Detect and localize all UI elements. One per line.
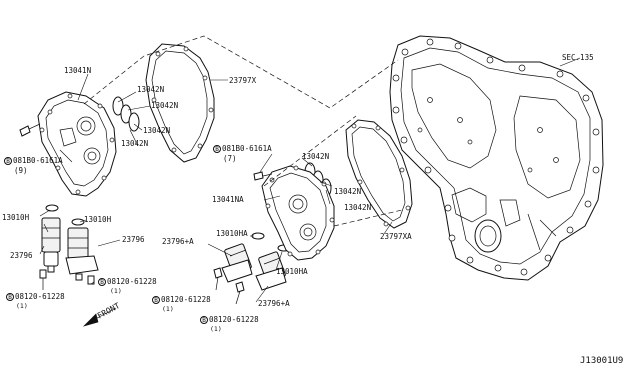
label-13042n-6: 13042N (334, 187, 362, 196)
label-13042n-7: 13042N (344, 203, 372, 212)
label-13010ha-2: 13010HA (276, 267, 308, 276)
label-23796a-2: 23796+A (258, 299, 290, 308)
label-13042n-1: 13042N (137, 85, 165, 94)
timing-chain-case (389, 35, 604, 281)
gasket-23797x (145, 43, 215, 163)
solenoid-left-1 (41, 217, 61, 273)
alignment-lines (83, 35, 403, 227)
solenoid-mid-2 (255, 251, 287, 291)
cover-13041n (37, 91, 117, 197)
circle-b-symbol: B (4, 157, 12, 165)
label-23797xa: 23797XA (380, 232, 412, 241)
label-bolt-r4-qty: (1) (210, 325, 222, 333)
leader-lines (39, 57, 581, 303)
label-bolt-mid-qty: (7) (223, 154, 237, 163)
circle-b-symbol: B (200, 316, 208, 324)
gasket-23797xa (345, 119, 413, 229)
label-13042n-4: 13042N (121, 139, 149, 148)
label-bolt-r3-qty: (1) (162, 305, 174, 313)
label-13041n: 13041N (64, 66, 92, 75)
diagram-reference-number: J13001U9 (580, 356, 624, 366)
label-13010ha-1: 13010HA (216, 229, 248, 238)
label-13010h-1: 13010H (2, 213, 30, 222)
label-bolt-r2-qty: (1) (16, 302, 28, 310)
label-13042n-3: 13042N (143, 126, 171, 135)
label-13042n-5: 13042N (302, 152, 330, 161)
solenoid-mid-1 (221, 243, 253, 283)
label-13010h-2: 13010H (84, 215, 112, 224)
label-23797x: 23797X (229, 76, 257, 85)
circle-b-symbol: B (6, 293, 14, 301)
front-arrow (82, 307, 117, 327)
label-13042n-2: 13042N (151, 101, 179, 110)
label-23796-1: 23796 (122, 235, 145, 244)
label-sec135: SEC.135 (562, 53, 594, 62)
label-bolt-left-qty: (9) (14, 166, 28, 175)
label-bolt-r1-qty: (1) (110, 287, 122, 295)
label-13041na: 13041NA (212, 195, 244, 204)
solenoid-left-2 (65, 227, 99, 281)
bolts (19, 123, 273, 305)
circle-b-symbol: B (98, 278, 106, 286)
label-23796-2: 23796 (10, 251, 33, 260)
label-23796a-1: 23796+A (162, 237, 194, 246)
circle-b-symbol: B (152, 296, 160, 304)
circle-b-symbol: B (213, 145, 221, 153)
